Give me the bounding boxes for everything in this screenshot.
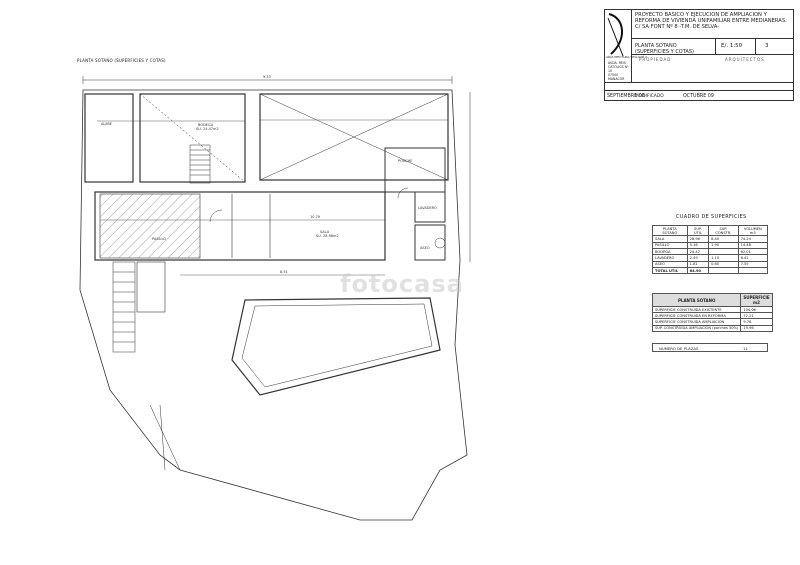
role-arquitectos: ARQUITECTOS (725, 57, 765, 62)
table-header: SUP. UTIL (686, 224, 710, 237)
room-bodega (139, 93, 246, 183)
svg-text:8.51: 8.51 (280, 270, 288, 274)
svg-text:9.33: 9.33 (263, 75, 271, 79)
role-propiedad: PROPIEDAD (639, 57, 672, 62)
room-sala (94, 191, 386, 261)
svg-text:ALJIBE: ALJIBE (101, 122, 112, 126)
swimming-pool (231, 297, 441, 396)
plazas-box: NUMERO DE PLAZAS 11 (652, 343, 768, 352)
firm-logo-text: ARQUITECTURA SEGUI Nº 2 (606, 55, 648, 59)
stairs-top (189, 144, 211, 184)
table-cell: SUP. CONSTRUIDA AMPLIACION (porches 50%) (651, 324, 742, 332)
table-cell: TOTAL UTIL (652, 267, 688, 275)
table-cell: 64.90 (686, 267, 710, 275)
room-aseo (414, 224, 446, 261)
superficies-title: CUADRO DE SUPERFICIES (676, 214, 747, 220)
firm-logo (605, 10, 632, 82)
sheet-title: PLANTA SOTANO (SUPERFICIES Y COTAS) (635, 43, 694, 55)
plot-boundary (79, 89, 468, 521)
table-cell (708, 267, 739, 275)
table-cell: 19.96 (740, 324, 773, 332)
planta-sotano-table: PLANTA SOTANO SUPERFICIE m2 SUPERFICIE C… (651, 293, 773, 332)
table-header: PLANTA SOTANO (651, 293, 742, 307)
table-row: SUP. CONSTRUIDA AMPLIACION (porches 50%)… (651, 324, 773, 332)
table-header: SUP. CONSTR. (708, 224, 739, 237)
date-modified: OCTUBRE 09 (683, 94, 714, 99)
svg-text:ASEO: ASEO (420, 246, 430, 250)
date-original: SEPTIEMBRE 08 (607, 94, 645, 99)
svg-text:BODEGA: BODEGA (198, 123, 214, 127)
svg-text:SU. 28.96m2: SU. 28.96m2 (316, 234, 339, 238)
table-header-row: PLANTA SOTANO SUP. UTIL SUP. CONSTR. VOL… (652, 224, 769, 237)
scale-label: E/. 1:50 (721, 43, 743, 49)
plan-caption: PLANTA SOTANO (SUPERFICIES Y COTAS) (77, 58, 166, 63)
room-tank-right (259, 93, 449, 181)
svg-text:SU. 24.47m2: SU. 24.47m2 (196, 127, 219, 131)
plazas-value: 11 (743, 346, 748, 351)
table-cell (737, 267, 769, 275)
svg-text:PASILLO: PASILLO (152, 237, 166, 241)
table-header: SUPERFICIE m2 (740, 293, 773, 307)
table-header-row: PLANTA SOTANO SUPERFICIE m2 (651, 293, 773, 307)
svg-text:PORCHE: PORCHE (398, 159, 412, 163)
room-lavadero (414, 191, 446, 223)
plazas-label: NUMERO DE PLAZAS (659, 346, 699, 351)
superficies-table: PLANTA SOTANO SUP. UTIL SUP. CONSTR. VOL… (652, 224, 769, 275)
svg-text:10.79: 10.79 (310, 215, 320, 219)
svg-text:LAVADERO: LAVADERO (418, 206, 437, 210)
table-total-row: TOTAL UTIL 64.90 (652, 267, 769, 275)
svg-text:SALA: SALA (320, 230, 330, 234)
room-porche (384, 147, 446, 193)
sheet-number: 3 (765, 43, 769, 49)
table-header: PLANTA SOTANO (652, 224, 688, 237)
watermark: fotocasa (340, 270, 464, 298)
firm-address: AVDA. REIS CATOLICS Nº 10 07500 MANACOR (608, 61, 629, 81)
room-aljibe (84, 93, 134, 183)
modified-label: MODIFICADO (635, 94, 664, 99)
hatched-area (99, 193, 201, 259)
table-header: VOLUMEN m3 (737, 224, 769, 237)
project-title: PROYECTO BASICO Y EJECUCION DE AMPLIACIO… (635, 12, 787, 30)
title-block: AVDA. REIS CATOLICS Nº 10 07500 MANACOR … (604, 9, 794, 101)
stairs-left (112, 261, 136, 353)
